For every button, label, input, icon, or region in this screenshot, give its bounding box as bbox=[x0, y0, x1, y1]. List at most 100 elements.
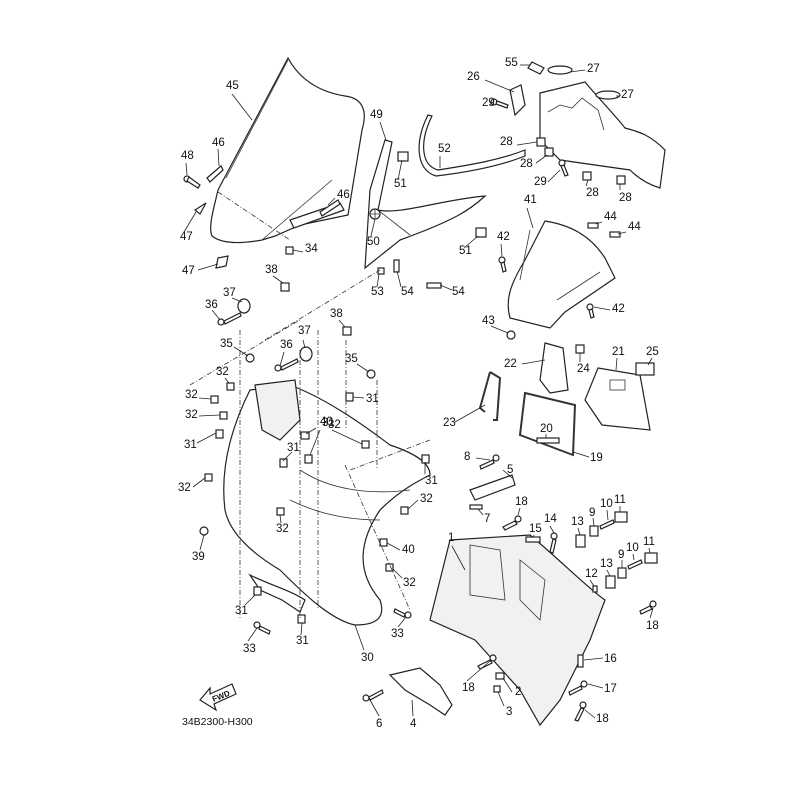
callout-32[interactable]: 32 bbox=[185, 389, 198, 401]
callout-31[interactable]: 31 bbox=[184, 439, 197, 451]
callout-47[interactable]: 47 bbox=[182, 265, 195, 277]
callout-40[interactable]: 40 bbox=[320, 416, 333, 428]
nut-31-b[interactable] bbox=[215, 429, 224, 439]
screw-29-b[interactable] bbox=[558, 159, 569, 177]
clip-40-a[interactable] bbox=[300, 431, 310, 440]
bolt-36-a[interactable] bbox=[217, 312, 242, 326]
callout-52[interactable]: 52 bbox=[438, 143, 451, 155]
nut-32-a[interactable] bbox=[226, 382, 235, 391]
callout-29[interactable]: 29 bbox=[534, 176, 547, 188]
callout-49[interactable]: 49 bbox=[370, 109, 383, 121]
callout-11[interactable]: 11 bbox=[643, 536, 655, 548]
lock-25-part[interactable] bbox=[635, 362, 655, 376]
clip-24-part[interactable] bbox=[575, 344, 585, 354]
callout-10[interactable]: 10 bbox=[600, 498, 613, 510]
callout-1[interactable]: 1 bbox=[448, 532, 454, 544]
callout-32[interactable]: 32 bbox=[328, 419, 341, 431]
hinge-22-part[interactable] bbox=[539, 342, 569, 394]
callout-27[interactable]: 27 bbox=[587, 63, 600, 75]
callout-14[interactable]: 14 bbox=[544, 513, 557, 525]
callout-37[interactable]: 37 bbox=[223, 287, 236, 299]
callout-16[interactable]: 16 bbox=[604, 653, 617, 665]
nut-50-part[interactable] bbox=[369, 208, 381, 220]
clip-9-a[interactable] bbox=[589, 525, 599, 537]
bolt-48[interactable] bbox=[183, 175, 201, 189]
screw-33-a[interactable] bbox=[253, 621, 271, 635]
side-cover-30-part[interactable] bbox=[248, 573, 306, 613]
callout-38[interactable]: 38 bbox=[330, 308, 343, 320]
callout-23[interactable]: 23 bbox=[443, 417, 456, 429]
nut-31-c[interactable] bbox=[279, 458, 288, 468]
pin-12-part[interactable] bbox=[592, 585, 598, 593]
ring-27-a[interactable] bbox=[547, 65, 573, 75]
damper-44-b[interactable] bbox=[609, 231, 621, 238]
callout-44[interactable]: 44 bbox=[628, 221, 641, 233]
seal-19-part[interactable] bbox=[518, 391, 577, 457]
screw-18-b[interactable] bbox=[639, 600, 657, 615]
callout-31[interactable]: 31 bbox=[366, 393, 379, 405]
callout-31[interactable]: 31 bbox=[287, 442, 300, 454]
upper-cover-part[interactable] bbox=[539, 81, 666, 189]
callout-33[interactable]: 33 bbox=[243, 643, 256, 655]
callout-17[interactable]: 17 bbox=[604, 683, 617, 695]
damper-47-upper[interactable] bbox=[193, 202, 207, 215]
nut-13-b[interactable] bbox=[605, 575, 616, 589]
bracket-46-left[interactable] bbox=[206, 165, 224, 183]
nut-31-d[interactable] bbox=[304, 454, 313, 464]
callout-51[interactable]: 51 bbox=[394, 178, 407, 190]
bolt-15-part[interactable] bbox=[525, 536, 541, 543]
callout-35[interactable]: 35 bbox=[345, 353, 358, 365]
clip-40-b[interactable] bbox=[379, 538, 388, 547]
callout-13[interactable]: 13 bbox=[600, 558, 613, 570]
callout-39[interactable]: 39 bbox=[192, 551, 205, 563]
callout-40[interactable]: 40 bbox=[402, 544, 415, 556]
collar-3-part[interactable] bbox=[493, 685, 501, 693]
callout-31[interactable]: 31 bbox=[296, 635, 309, 647]
callout-9[interactable]: 9 bbox=[589, 507, 595, 519]
callout-45[interactable]: 45 bbox=[226, 80, 239, 92]
callout-32[interactable]: 32 bbox=[420, 493, 433, 505]
callout-18[interactable]: 18 bbox=[462, 682, 475, 694]
screw-18-a[interactable] bbox=[502, 515, 522, 531]
clip-51-upper[interactable] bbox=[397, 151, 409, 162]
callout-36[interactable]: 36 bbox=[205, 299, 218, 311]
damper-7-part[interactable] bbox=[469, 504, 483, 510]
screw-29-a[interactable] bbox=[490, 98, 509, 109]
headlight-bracket-part[interactable] bbox=[254, 379, 301, 441]
front-cowling-30-part[interactable] bbox=[223, 384, 431, 626]
grommet-37-a[interactable] bbox=[237, 298, 251, 314]
callout-42[interactable]: 42 bbox=[612, 303, 625, 315]
screw-6-part[interactable] bbox=[362, 689, 384, 702]
nut-32-b[interactable] bbox=[210, 395, 219, 404]
damper-44-a[interactable] bbox=[587, 222, 599, 229]
cover-26-part[interactable] bbox=[509, 84, 526, 117]
screw-42-b[interactable] bbox=[586, 303, 595, 319]
callout-32[interactable]: 32 bbox=[178, 482, 191, 494]
screw-10-b[interactable] bbox=[627, 559, 643, 570]
nut-28-d[interactable] bbox=[616, 175, 626, 185]
damper-54-a[interactable] bbox=[393, 259, 400, 273]
callout-47[interactable]: 47 bbox=[180, 231, 193, 243]
callout-55[interactable]: 55 bbox=[505, 57, 518, 69]
callout-13[interactable]: 13 bbox=[571, 516, 584, 528]
callout-32[interactable]: 32 bbox=[185, 409, 198, 421]
callout-9[interactable]: 9 bbox=[618, 549, 624, 561]
callout-36[interactable]: 36 bbox=[280, 339, 293, 351]
callout-24[interactable]: 24 bbox=[577, 363, 590, 375]
nut-28-b[interactable] bbox=[544, 147, 554, 157]
nut-28-c[interactable] bbox=[582, 171, 592, 181]
callout-31[interactable]: 31 bbox=[235, 605, 248, 617]
callout-3[interactable]: 3 bbox=[506, 706, 512, 718]
callout-42[interactable]: 42 bbox=[497, 231, 510, 243]
callout-50[interactable]: 50 bbox=[367, 236, 380, 248]
callout-32[interactable]: 32 bbox=[276, 523, 289, 535]
nut-32-f[interactable] bbox=[361, 440, 370, 449]
damper-11-b[interactable] bbox=[644, 552, 658, 564]
callout-7[interactable]: 7 bbox=[484, 513, 490, 525]
bolt-16-part[interactable] bbox=[577, 654, 584, 668]
callout-28[interactable]: 28 bbox=[500, 136, 513, 148]
nut-32-d[interactable] bbox=[204, 473, 213, 482]
callout-28[interactable]: 28 bbox=[586, 187, 599, 199]
damper-47-lower[interactable] bbox=[215, 255, 229, 269]
collar-38-b[interactable] bbox=[342, 326, 352, 336]
